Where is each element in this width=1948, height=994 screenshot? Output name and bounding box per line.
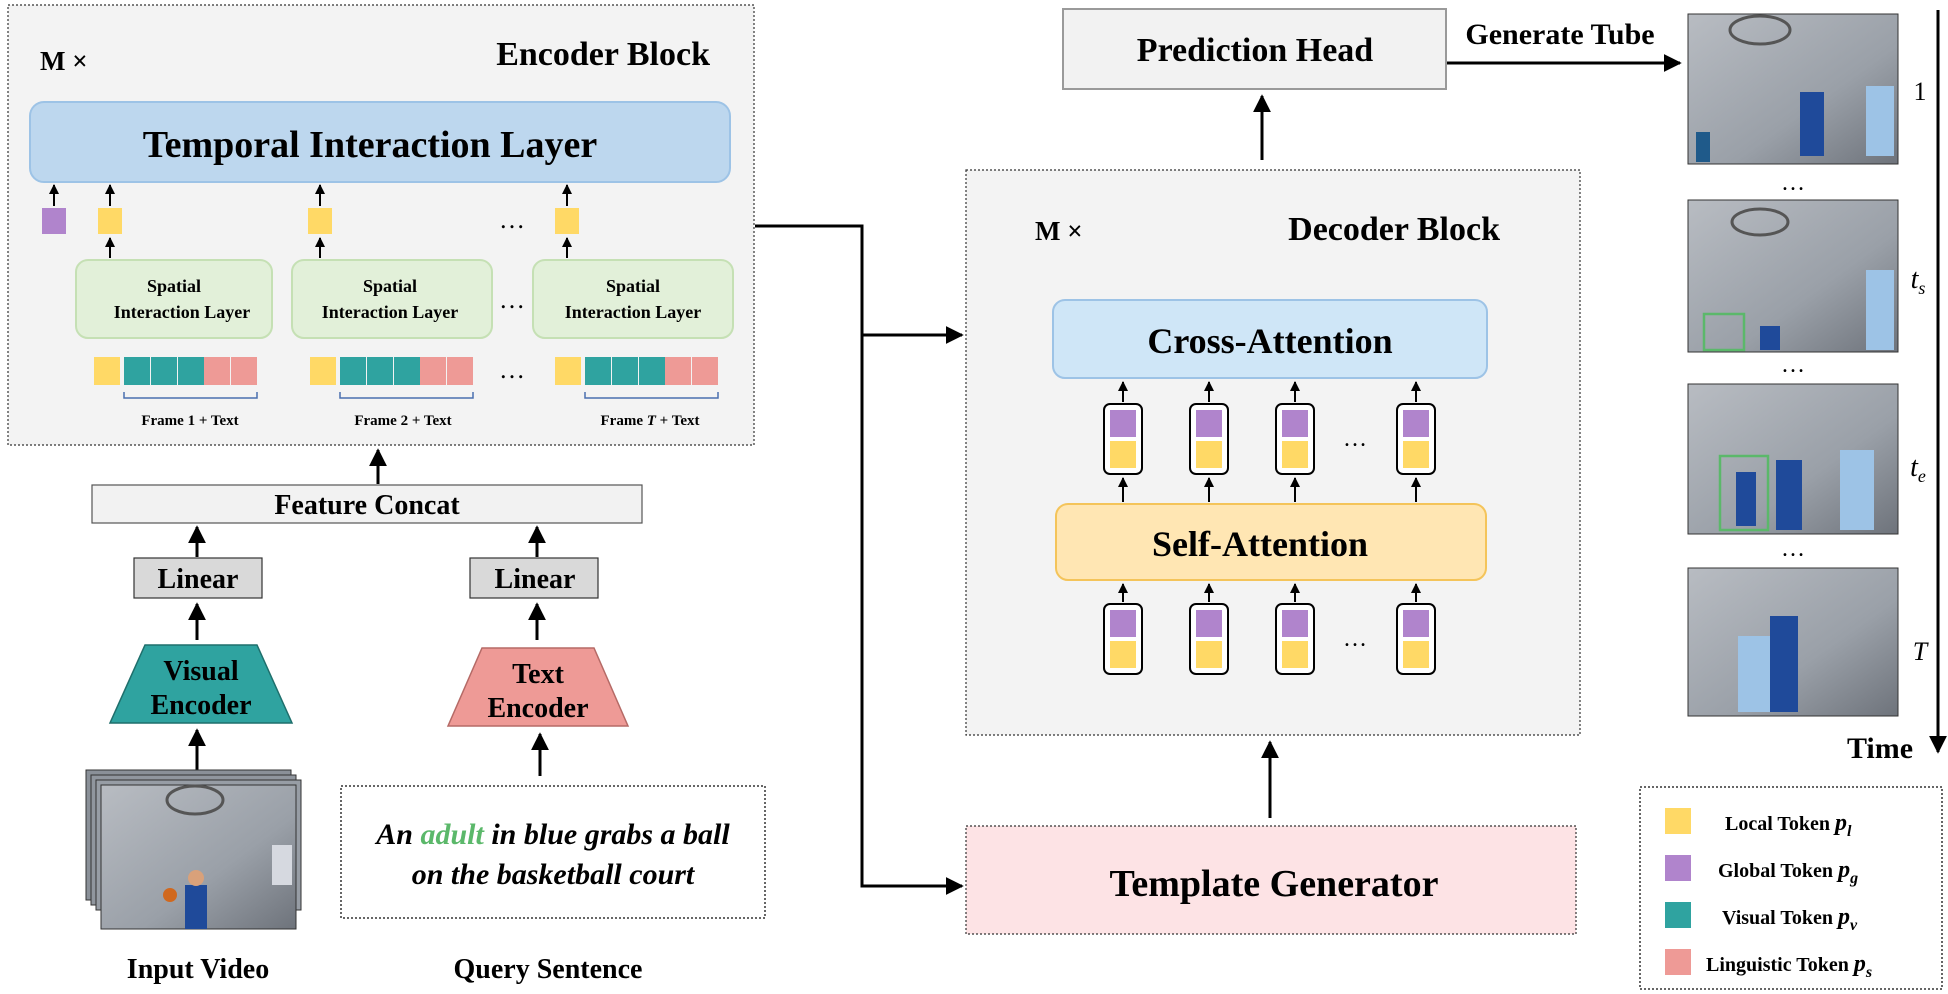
query-sentence-box	[340, 785, 766, 919]
predicted-bbox	[1702, 312, 1746, 352]
ellipsis: …	[499, 285, 525, 314]
global-token	[42, 208, 66, 234]
svg-text:Text: Text	[512, 659, 565, 690]
output-frame-te	[1687, 383, 1899, 535]
legend-swatch-local	[1665, 808, 1691, 834]
time-tick-te: te	[1910, 452, 1926, 486]
svg-text:…: …	[1343, 626, 1367, 652]
cross-attention	[1052, 299, 1488, 379]
ellipsis: …	[499, 355, 525, 384]
svg-text:Encoder: Encoder	[150, 690, 251, 721]
decoder-block: M × Decoder Block Cross-Attention Self-A…	[965, 169, 1581, 736]
encoder-block: M × Encoder Block Temporal Interaction L…	[7, 4, 755, 446]
token-row-frame-1: Frame 1 + Text	[94, 357, 258, 429]
prediction-head	[1062, 8, 1447, 90]
token-row-frame-T: Frame T + Text	[555, 357, 719, 429]
legend-swatch-visual	[1665, 902, 1691, 928]
svg-text:…: …	[1343, 426, 1367, 452]
encoder-title: Encoder Block	[496, 36, 710, 73]
svg-text:Encoder: Encoder	[487, 693, 588, 724]
self-attention	[1055, 503, 1487, 581]
svg-text:…: …	[1781, 536, 1805, 562]
input-video-label: Input Video	[127, 954, 269, 985]
legend-swatch-global	[1665, 855, 1691, 881]
local-token	[98, 208, 122, 234]
spatial-interaction-layer-T: Spatial Interaction Layer	[532, 259, 734, 339]
legend-linguistic: Linguistic Token ps	[1706, 951, 1872, 981]
svg-text:Self-Attention: Self-Attention	[1152, 524, 1368, 564]
linear-text-label: Linear	[495, 564, 576, 595]
linear-text-box	[469, 557, 599, 599]
svg-text:Interaction Layer: Interaction Layer	[565, 302, 701, 322]
encoder-repeat: M ×	[40, 46, 88, 76]
input-video-frames	[85, 769, 302, 930]
decoder-title: Decoder Block	[1288, 211, 1500, 248]
svg-text:Cross-Attention: Cross-Attention	[1147, 321, 1392, 361]
time-tick-1: 1	[1914, 77, 1927, 106]
legend-swatch-linguistic	[1665, 949, 1691, 975]
encoder-to-decoder-connector	[755, 224, 964, 895]
query-line-1: An adult in blue grabs a ball	[374, 818, 730, 851]
time-tick-T: T	[1913, 637, 1929, 666]
decoder-query-pairs-upper: …	[1103, 381, 1436, 502]
linear-visual-label: Linear	[158, 564, 239, 595]
output-frame-1	[1687, 13, 1899, 165]
query-highlight: adult	[420, 818, 485, 851]
svg-text:Interaction Layer: Interaction Layer	[322, 302, 458, 322]
query-sentence-label: Query Sentence	[454, 954, 643, 985]
frame-1-label: Frame 1 + Text	[141, 413, 238, 429]
time-label: Time	[1847, 732, 1913, 765]
frame-2-label: Frame 2 + Text	[354, 413, 451, 429]
spatial-interaction-layer-2: Spatial Interaction Layer	[291, 259, 493, 339]
linear-visual-box	[133, 557, 263, 599]
visual-encoder	[108, 644, 294, 724]
legend-local: Local Token pl	[1725, 810, 1852, 840]
temporal-layer-label: Temporal Interaction Layer	[143, 124, 598, 166]
text-encoder	[446, 647, 630, 727]
output-frame-ts	[1687, 199, 1899, 353]
time-tick-ts: ts	[1911, 264, 1926, 298]
svg-text:…: …	[1781, 352, 1805, 378]
svg-text:Prediction Head: Prediction Head	[1137, 32, 1373, 69]
query-line-2: on the basketball court	[412, 858, 696, 891]
svg-text:Visual: Visual	[163, 656, 238, 687]
svg-text:Spatial: Spatial	[606, 276, 660, 296]
predicted-bbox	[1718, 454, 1770, 532]
output-frame-T	[1687, 567, 1899, 717]
local-token	[308, 208, 332, 234]
token-row-frame-2: Frame 2 + Text	[310, 357, 474, 429]
temporal-interaction-layer	[29, 101, 731, 183]
local-token	[555, 208, 579, 234]
svg-text:Interaction Layer: Interaction Layer	[114, 302, 250, 322]
decoder-query-pairs-lower: …	[1103, 583, 1436, 675]
generate-tube-label: Generate Tube	[1465, 18, 1654, 51]
frame-T-label: Frame T + Text	[601, 413, 700, 429]
feature-concat-box	[91, 484, 643, 524]
template-generator	[965, 825, 1577, 935]
legend: Local Token pl Global Token pg Visual To…	[1639, 786, 1943, 990]
feature-concat-label: Feature Concat	[274, 490, 460, 521]
decoder-repeat: M ×	[1035, 216, 1083, 246]
svg-text:Spatial: Spatial	[363, 276, 417, 296]
legend-global: Global Token pg	[1718, 857, 1858, 887]
svg-text:Template Generator: Template Generator	[1110, 863, 1439, 905]
svg-text:…: …	[1781, 170, 1805, 196]
svg-text:Spatial: Spatial	[147, 276, 201, 296]
spatial-interaction-layer-1: Spatial Interaction Layer	[75, 259, 273, 339]
legend-visual: Visual Token pv	[1722, 904, 1858, 934]
ellipsis: …	[499, 205, 525, 234]
